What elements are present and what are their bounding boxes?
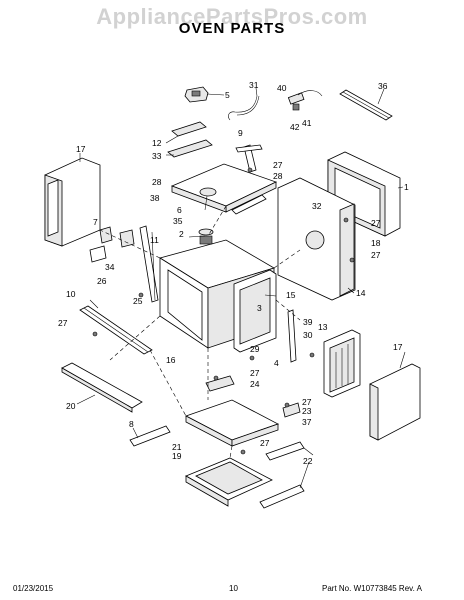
callout-28a: 28 [273,171,283,181]
callout-8: 8 [129,419,134,429]
callout-27a: 27 [273,160,283,170]
callout-30: 30 [303,330,313,340]
callout-5: 5 [225,90,230,100]
callout-14: 14 [356,288,366,298]
part-15-front-frame [233,269,277,353]
callout-25: 25 [133,296,143,306]
callout-34: 34 [105,262,115,272]
callout-38: 38 [150,193,160,203]
part-5-bracket [184,86,209,103]
callout-7: 7 [93,217,98,227]
part-20-door-trim [61,362,143,413]
part-10-16-bottom-trim [79,305,153,355]
site-watermark: AppliancePartsPros.com [96,4,368,29]
part-36-rail [339,89,393,121]
part-8-rail [129,425,171,447]
part-7-bracket [99,226,135,248]
assembly-guide-lines [99,205,301,459]
callout-31: 31 [249,80,259,90]
callout-13: 13 [318,322,328,332]
footer-date: 01/23/2015 [13,584,54,593]
callout-17b: 17 [393,342,403,352]
callout-23: 23 [302,406,312,416]
part-31-wire-harness [228,95,260,121]
callout-24: 24 [250,379,260,389]
callout-17a: 17 [76,144,86,154]
callout-labels: 5 31 40 36 42 41 12 9 33 17 27 28 28 1 3… [58,80,409,466]
callout-27g: 27 [260,438,270,448]
part-19-bottom-tray [185,457,273,507]
callout-28b: 28 [152,177,162,187]
callout-39: 39 [303,317,313,327]
callout-29: 29 [250,344,260,354]
callout-26: 26 [97,276,107,286]
part-37-rail [265,441,305,461]
footer-page-number: 10 [229,584,238,593]
callout-15: 15 [286,290,296,300]
callout-37: 37 [302,417,312,427]
callout-27d: 27 [58,318,68,328]
part-17-left-side-panel [44,157,101,247]
callout-33: 33 [152,151,162,161]
callout-4: 4 [274,358,279,368]
callout-12: 12 [152,138,162,148]
part-12-33-brackets [167,121,213,158]
part-14-rear-wrapper [277,177,356,301]
part-17-right-side-panel [369,363,421,441]
page-title: OVEN PARTS [178,20,286,37]
callout-42: 42 [290,122,300,132]
callout-27b: 27 [371,218,381,228]
part-21-bottom-panel [184,399,280,447]
callout-40: 40 [277,83,287,93]
part-38-side-rail [139,225,159,303]
callout-18: 18 [371,238,381,248]
callout-9: 9 [238,128,243,138]
callout-leader-lines [76,87,406,489]
screw-27-group [92,167,355,455]
callout-35: 35 [173,216,183,226]
part-22-rail [259,484,305,509]
callout-27c: 27 [371,250,381,260]
part-13-vent-panel [323,329,361,398]
callout-3: 3 [257,303,262,313]
callout-22: 22 [303,456,313,466]
callout-20: 20 [66,401,76,411]
callout-21: 21 [172,442,182,452]
callout-2: 2 [179,229,184,239]
callout-6: 6 [177,205,182,215]
callout-27e: 27 [250,368,260,378]
callout-19: 19 [172,451,182,461]
callout-10: 10 [66,289,76,299]
part-40-42-41-sensor [287,90,323,111]
callout-11: 11 [150,235,159,245]
part-23-bracket [282,402,301,418]
callout-41: 41 [302,118,312,128]
part-28-top-panel [170,163,278,215]
part-39-rail [287,309,297,363]
callout-16: 16 [166,355,176,365]
footer-part-number: Part No. W10773845 Rev. A [322,584,422,593]
part-34-clip [89,245,107,263]
callout-27f: 27 [302,397,312,407]
callout-36: 36 [378,81,388,91]
callout-32: 32 [312,201,322,211]
part-24-bracket [205,375,235,392]
part-11-rod [151,231,156,301]
callout-1: 1 [404,182,409,192]
part-9-bracket [235,144,263,173]
